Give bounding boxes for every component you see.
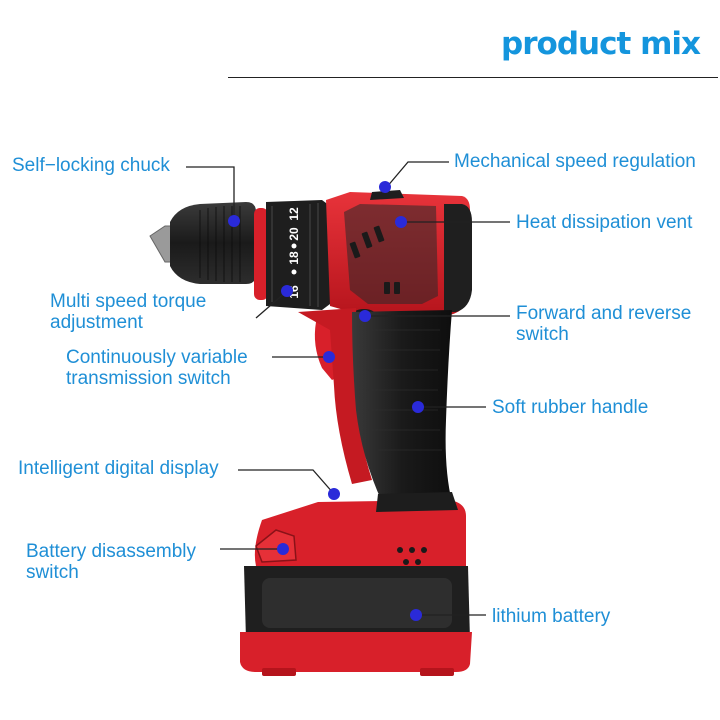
label-battery-disassembly-switch: Battery disassembly switch: [26, 541, 196, 583]
torque-dot: [291, 269, 297, 275]
dot-heat-vent: [395, 216, 407, 228]
grip-base: [376, 492, 458, 512]
label-soft-rubber-handle: Soft rubber handle: [492, 397, 648, 418]
leader-lines: [186, 161, 510, 616]
dot-lithium-battery: [410, 609, 422, 621]
label-text: adjustment: [50, 312, 143, 333]
dot-forward-reverse: [359, 310, 371, 322]
label-text: Battery disassembly: [26, 541, 197, 562]
label-multi-speed-torque: Multi speed torque adjustment: [50, 291, 206, 333]
label-forward-reverse-switch: Forward and reverse switch: [516, 303, 691, 345]
label-text: Self−locking chuck: [12, 155, 170, 176]
dot-battery-switch: [277, 543, 289, 555]
battery-bottom-red: [240, 632, 472, 672]
grip-texture: [366, 329, 442, 451]
torque-number-18: 18: [287, 251, 301, 265]
label-continuously-variable: Continuously variable transmission switc…: [66, 347, 248, 389]
chuck: [170, 202, 256, 284]
side-panel: [344, 204, 438, 304]
torque-number-20: 20: [287, 227, 301, 241]
leader-multi-speed: [255, 291, 287, 319]
label-text: switch: [516, 324, 569, 345]
drill-bit-tip: [149, 225, 173, 263]
leader-self-locking-chuck: [186, 166, 235, 220]
label-text: Continuously variable: [66, 347, 248, 368]
label-text: Multi speed torque: [50, 291, 207, 312]
speed-selector: [370, 190, 404, 200]
dot-continuous: [323, 351, 335, 363]
dot-self-locking-chuck: [228, 215, 240, 227]
dot-soft-handle: [412, 401, 424, 413]
rear-cap: [444, 204, 472, 312]
chuck-red-ring: [254, 208, 268, 300]
label-text: Intelligent digital display: [18, 458, 219, 479]
battery-inset: [262, 578, 452, 628]
dot-multi-speed: [281, 285, 293, 297]
dot-digital-display: [328, 488, 340, 500]
leader-digital-display: [238, 469, 335, 495]
label-heat-dissipation-vent: Heat dissipation vent: [516, 212, 692, 233]
label-intelligent-digital-display: Intelligent digital display: [18, 458, 219, 479]
torque-dot: [291, 243, 297, 249]
battery-foot: [262, 668, 296, 676]
handle-grip: [352, 310, 452, 506]
page-title: product mix: [501, 26, 701, 62]
title-underline: [228, 77, 718, 78]
label-text: transmission switch: [66, 368, 231, 389]
battery-foot: [420, 668, 454, 676]
battery-side-holes: [397, 547, 427, 565]
label-text: Forward and reverse: [516, 303, 692, 324]
leader-mechanical-speed: [385, 161, 449, 189]
label-lithium-battery: lithium battery: [492, 606, 610, 627]
label-text: Soft rubber handle: [492, 397, 649, 418]
label-text: switch: [26, 562, 79, 583]
label-text: Heat dissipation vent: [516, 212, 693, 233]
label-text: Mechanical speed regulation: [454, 151, 696, 172]
marker-dots: [228, 181, 424, 621]
torque-collar: [266, 200, 330, 310]
dot-mechanical-speed: [379, 181, 391, 193]
label-mechanical-speed-regulation: Mechanical speed regulation: [454, 151, 696, 172]
chuck-grip-lines: [199, 206, 241, 282]
label-text: lithium battery: [492, 606, 611, 627]
torque-collar-ridges: [271, 203, 319, 307]
label-self-locking-chuck: Self−locking chuck: [12, 155, 170, 176]
heat-vent-slots: [349, 225, 400, 294]
torque-number-12: 12: [287, 207, 301, 221]
